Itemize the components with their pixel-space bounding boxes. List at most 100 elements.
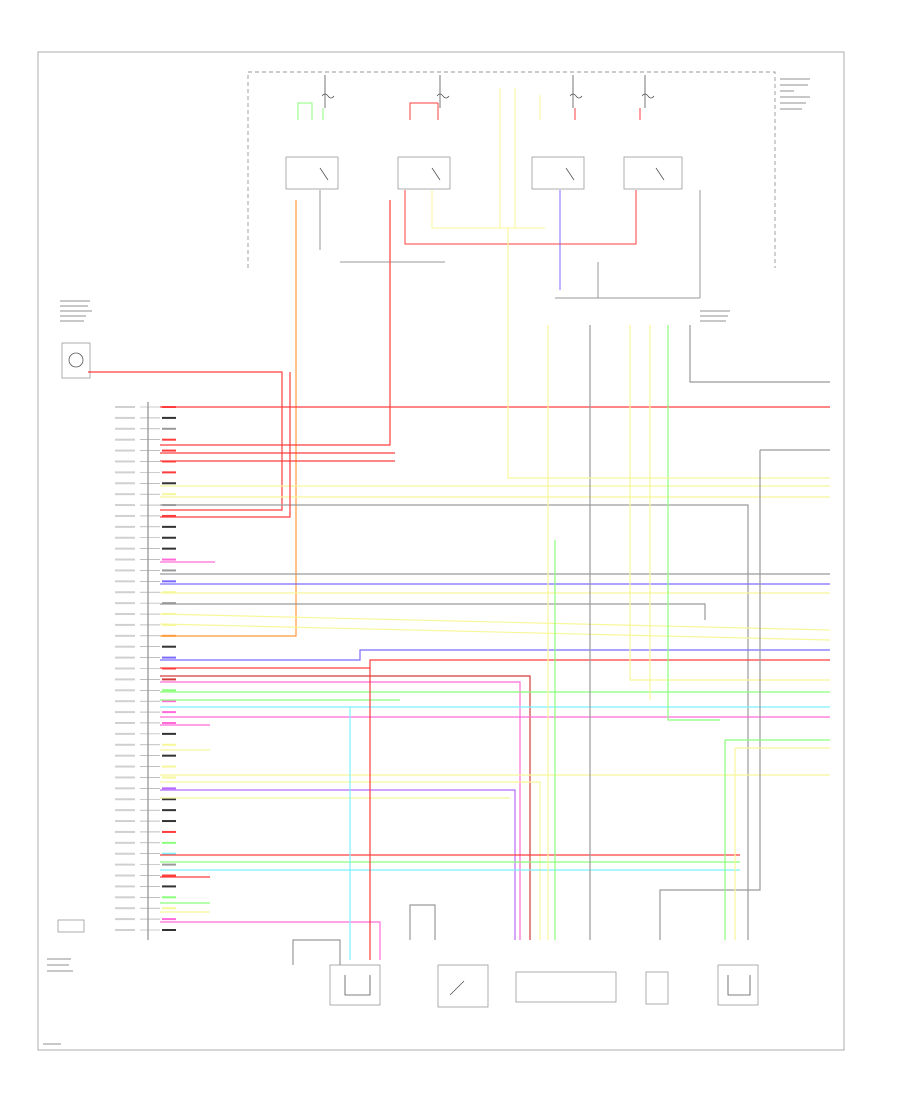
pin-label-mark [115,765,135,768]
pin-label-mark [115,798,135,801]
pin-wire-stub [162,820,176,823]
pin-label-mark [115,525,135,528]
pin-wire-stub [162,689,176,692]
pin-wire-stub [162,907,176,910]
pin-label-mark [115,449,135,452]
label-marks [43,78,810,1045]
pin-label-mark [115,613,135,616]
pin-label-mark [115,504,135,507]
pin-label-mark [115,667,135,670]
pin-wire-stub [162,438,176,441]
pin-wire-stub [162,918,176,921]
pin-wire-stub [162,591,176,594]
relays [285,156,683,190]
pin-wire-stub [162,602,176,605]
pin-label-mark [115,406,135,408]
pin-label-mark [115,918,135,921]
pin-wire-stub [162,852,176,855]
pin-label-mark [115,471,135,474]
pin-label-mark [115,689,135,692]
pin-label-mark [115,427,135,430]
pin-wire-stub [162,569,176,572]
pin-wire-stub [162,711,176,714]
pin-wire-stub [162,841,176,844]
pin-label-mark [115,852,135,855]
pin-wire-stub [162,874,176,877]
pin-label-mark [115,623,135,626]
pin-wire-stub [162,721,176,724]
pin-label-mark [115,896,135,899]
pin-label-mark [115,874,135,877]
pin-wire-stub [162,830,176,833]
pin-label-mark [115,536,135,539]
pin-label-mark [115,787,135,790]
pin-label-mark [115,678,135,681]
pin-wire-stub [162,427,176,430]
pin-label-mark [115,929,135,931]
ground-block [57,919,85,933]
pin-wire-stub [162,493,176,496]
pin-label-mark [115,438,135,441]
pin-wire-stub [162,580,176,583]
pin-label-mark [115,547,135,550]
pin-wire-stub [162,645,176,648]
pin-label-mark [115,514,135,517]
pin-label-mark [115,809,135,812]
diagram-frame [37,51,845,1051]
pin-label-mark [115,830,135,833]
sensor-component [61,342,91,379]
pin-label-mark [115,602,135,605]
pin-label-mark [115,907,135,910]
pin-label-mark [115,754,135,757]
pin-wire-stub [162,754,176,757]
bottom-components [329,964,759,1008]
pin-wire-stub [162,765,176,768]
pin-label-mark [115,656,135,659]
pin-wire-stub [162,482,176,485]
pin-label-mark [115,482,135,485]
pin-label-mark [115,732,135,735]
pin-label-mark [115,776,135,779]
pin-wire-stub [162,656,176,659]
pin-label-mark [115,460,135,463]
pin-label-mark [115,645,135,648]
pin-wire-stub [162,525,176,528]
pin-wire-stub [162,732,176,735]
horizontal-wires [88,200,831,965]
pin-wire-stub [162,471,176,474]
pin-wire-stub [162,678,176,681]
pin-label-mark [115,711,135,714]
pin-label-mark [115,820,135,823]
pin-wire-stub [162,743,176,746]
pin-label-mark [115,558,135,561]
pin-wire-stub [162,885,176,888]
pin-label-mark [115,493,135,496]
pin-rows [115,406,176,931]
pin-label-mark [115,863,135,866]
pin-label-mark [115,743,135,746]
pin-label-mark [115,841,135,844]
pin-wire-stub [162,514,176,517]
sensor-symbol [68,352,84,368]
pin-label-mark [115,591,135,594]
pin-label-mark [115,634,135,637]
pin-wire-stub [162,787,176,790]
pin-label-mark [115,700,135,703]
pin-wire-stub [162,809,176,812]
pin-wire-stub [162,416,176,419]
pin-wire-stub [162,547,176,550]
relay-wiring [297,88,701,299]
pin-label-mark [115,416,135,419]
pin-wire-stub [162,623,176,626]
pin-label-mark [115,885,135,888]
pin-wire-stub [162,776,176,779]
pin-label-mark [115,569,135,572]
pin-wire-stub [162,929,176,931]
pin-wire-stub [162,798,176,801]
pin-wire-stub [162,536,176,539]
relay-box-outline [247,71,776,268]
pin-wire-stub [162,863,176,866]
pin-label-mark [115,721,135,724]
fuses [321,75,655,108]
